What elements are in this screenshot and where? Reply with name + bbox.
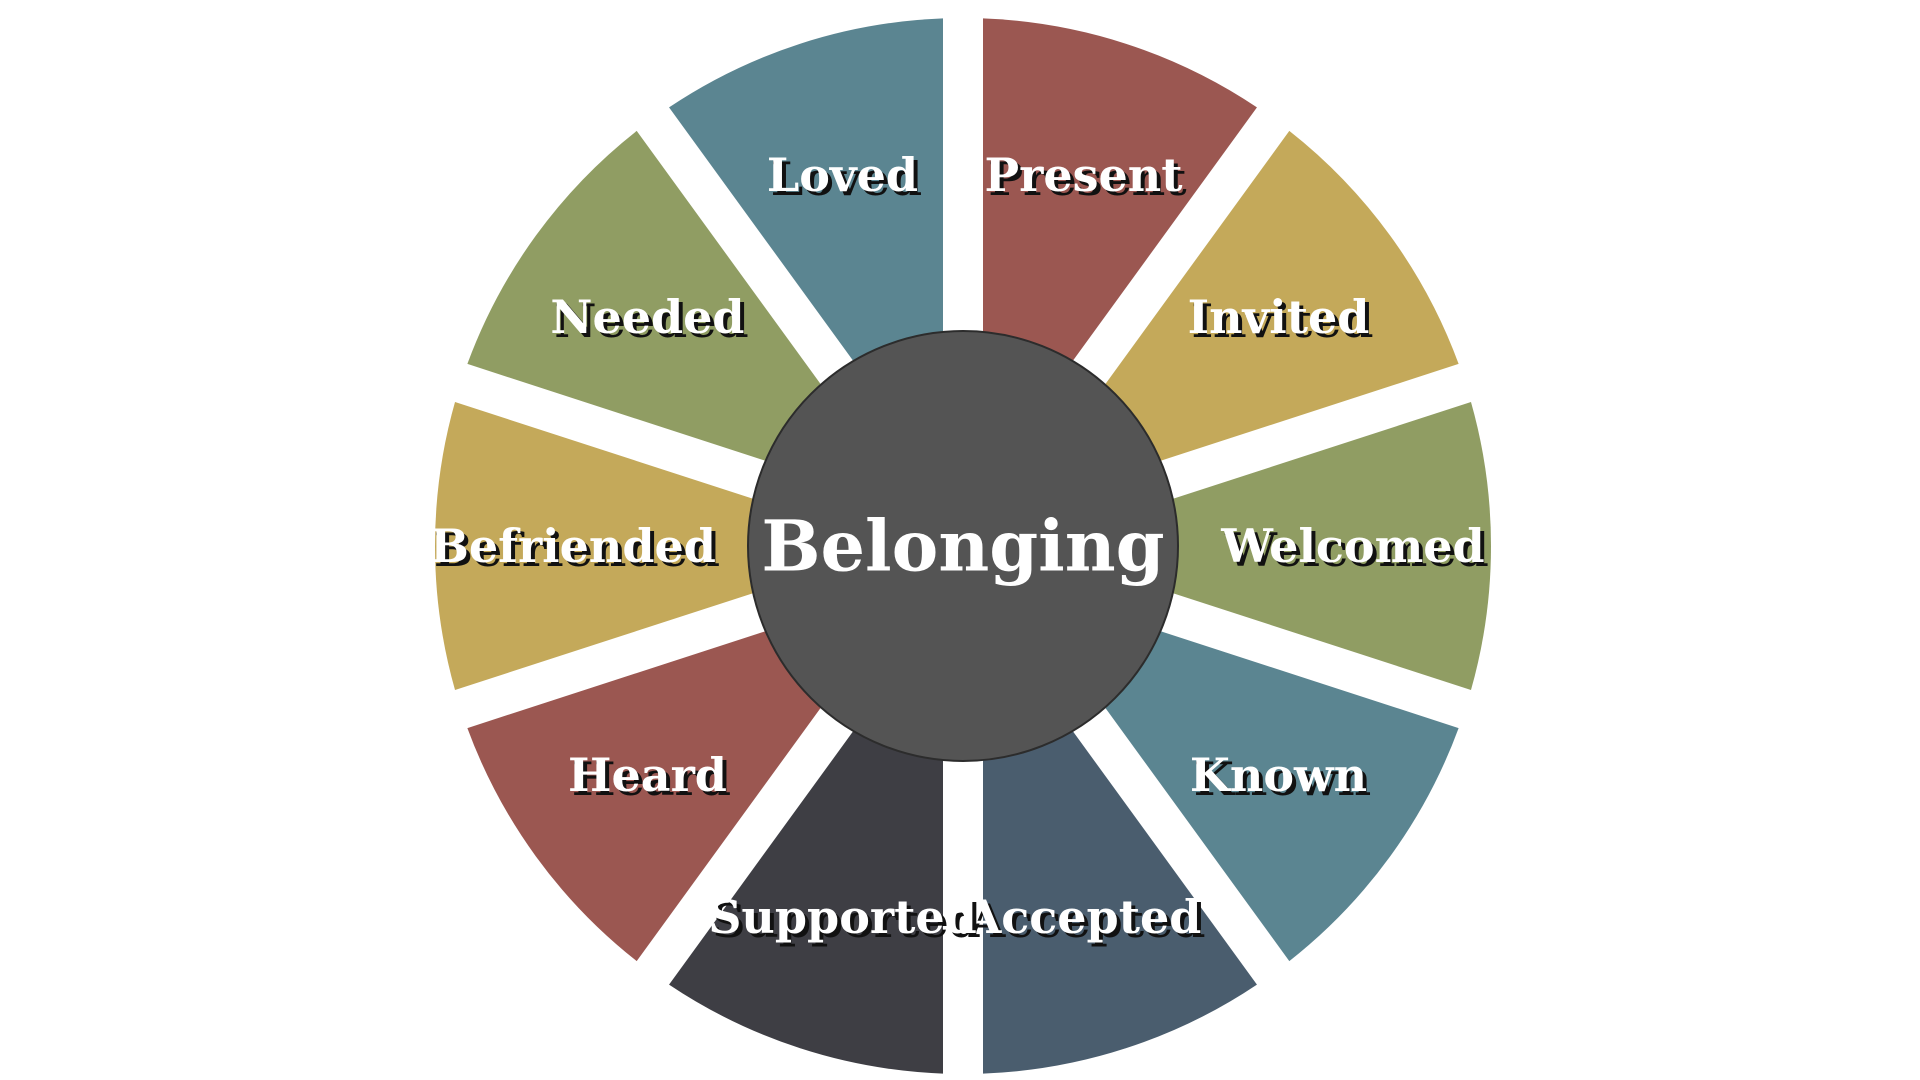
- segment-label-text: Befriended: [430, 519, 716, 573]
- wheel-segment-accepted: [983, 703, 1257, 1074]
- segment-label-text: Welcomed: [1220, 519, 1484, 573]
- wheel-segment-invited: [1084, 130, 1459, 472]
- segment-label-shadow: Present: [989, 152, 1188, 206]
- segment-label-text: Accepted: [965, 890, 1202, 944]
- wheel-segment-needed: [467, 130, 842, 472]
- segment-label-text: Heard: [568, 748, 727, 802]
- segment-label-shadow: Accepted: [969, 894, 1206, 948]
- wheel-segment-befriended: [434, 401, 786, 691]
- segment-label-group: PresentPresentInvitedInvitedWelcomedWelc…: [430, 148, 1489, 948]
- segment-label-text: Needed: [550, 290, 744, 344]
- center-hub: [747, 330, 1179, 762]
- wheel-segment-present: [983, 18, 1257, 389]
- wheel-segment-supported: [669, 703, 943, 1074]
- segment-label-text: Known: [1190, 748, 1367, 802]
- segment-group: [434, 18, 1492, 1074]
- wheel-segment-known: [1084, 620, 1459, 962]
- segment-label-text: Supported: [708, 890, 977, 944]
- wheel-segment-welcomed: [1140, 401, 1492, 691]
- segment-label-shadow: Known: [1194, 752, 1371, 806]
- wheel-segment-loved: [669, 18, 943, 389]
- center-label: Belonging: [761, 505, 1164, 588]
- segment-label-shadow: Needed: [554, 294, 748, 348]
- segment-label-text: Invited: [1188, 290, 1370, 344]
- segment-label-text: Loved: [767, 148, 918, 202]
- segment-label-shadow: Supported: [712, 894, 981, 948]
- segment-label-shadow: Invited: [1192, 294, 1374, 348]
- segment-label-shadow: Befriended: [434, 523, 720, 577]
- segment-label-shadow: Loved: [771, 152, 922, 206]
- segment-label-text: Present: [985, 148, 1184, 202]
- segment-label-shadow: Welcomed: [1224, 523, 1488, 577]
- wheel-segment-heard: [467, 620, 842, 962]
- segment-label-shadow: Heard: [572, 752, 731, 806]
